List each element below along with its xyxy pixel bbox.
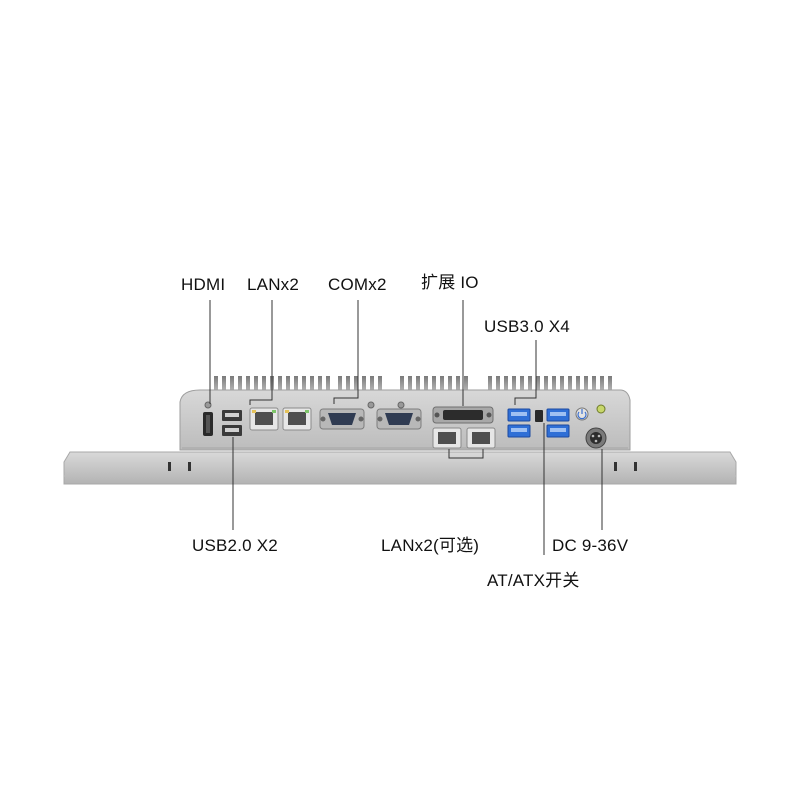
label-atx: AT/ATX开关 xyxy=(487,571,580,590)
heatsink-fin xyxy=(608,376,612,391)
heatsink-fin xyxy=(214,376,218,391)
label-dc: DC 9-36V xyxy=(552,536,629,555)
at-atx-switch xyxy=(535,410,543,422)
heatsink-fin xyxy=(310,376,314,391)
leader-lan-optional xyxy=(448,449,484,459)
heatsink-fin xyxy=(408,376,412,391)
heatsink-fin xyxy=(440,376,444,391)
heatsink-fin xyxy=(488,376,492,391)
heatsink-fin xyxy=(600,376,604,391)
heatsink-fin xyxy=(222,376,226,391)
com-ports xyxy=(319,401,422,430)
heatsink-fin xyxy=(238,376,242,391)
heatsink-fin xyxy=(504,376,508,391)
heatsink-fin xyxy=(512,376,516,391)
heatsink-fin xyxy=(354,376,358,391)
heatsink-fin xyxy=(294,376,298,391)
heatsink-fin xyxy=(302,376,306,391)
heatsink-fin xyxy=(576,376,580,391)
leader-lan-top xyxy=(249,300,273,405)
label-hdmi: HDMI xyxy=(181,275,226,294)
heatsink-fin xyxy=(230,376,234,391)
heatsink-fin xyxy=(286,376,290,391)
label-expansion-io: 扩展 IO xyxy=(421,273,479,292)
heatsink-fin xyxy=(552,376,556,391)
heatsink-fin xyxy=(448,376,452,391)
heatsink-fin xyxy=(592,376,596,391)
heatsink-fin xyxy=(378,376,382,391)
heatsink-fin xyxy=(370,376,374,391)
heatsink-fin xyxy=(432,376,436,391)
heatsink-fin xyxy=(584,376,588,391)
expansion-io-connector xyxy=(432,406,494,424)
heatsink-fin xyxy=(400,376,404,391)
heatsink-fin xyxy=(568,376,572,391)
label-usb3: USB3.0 X4 xyxy=(484,317,570,336)
usb2-ports xyxy=(222,410,242,436)
usb3-ports xyxy=(507,408,570,438)
lan-ports-optional xyxy=(432,427,496,449)
heatsink-fin xyxy=(560,376,564,391)
heatsink-fin xyxy=(528,376,532,391)
heatsink-fin xyxy=(520,376,524,391)
power-button xyxy=(575,404,606,421)
heatsink-fin xyxy=(326,376,330,391)
heatsink-fin xyxy=(536,376,540,391)
heatsink-fin xyxy=(362,376,366,391)
heatsink-fin xyxy=(416,376,420,391)
heatsink-fins xyxy=(214,376,612,391)
heatsink-fin xyxy=(318,376,322,391)
label-com: COMx2 xyxy=(328,275,387,294)
heatsink-fin xyxy=(262,376,266,391)
heatsink-fin xyxy=(346,376,350,391)
leader-lines xyxy=(209,300,603,555)
heatsink-fin xyxy=(456,376,460,391)
dc-power-connector xyxy=(585,427,607,449)
leader-com xyxy=(333,300,359,404)
label-lan-optional: LANx2(可选) xyxy=(381,536,480,555)
heatsink-fin xyxy=(246,376,250,391)
front-bezel xyxy=(63,451,737,485)
label-usb2: USB2.0 X2 xyxy=(192,536,278,555)
heatsink-fin xyxy=(254,376,258,391)
heatsink-fin xyxy=(338,376,342,391)
leader-usb3 xyxy=(514,340,537,405)
heatsink-fin xyxy=(496,376,500,391)
label-lan-top: LANx2 xyxy=(247,275,300,294)
heatsink-fin xyxy=(278,376,282,391)
heatsink-fin xyxy=(424,376,428,391)
hdmi-port xyxy=(203,401,213,436)
heatsink-fin xyxy=(544,376,548,391)
lan-ports-top xyxy=(249,407,312,431)
heatsink-fin xyxy=(464,376,468,391)
